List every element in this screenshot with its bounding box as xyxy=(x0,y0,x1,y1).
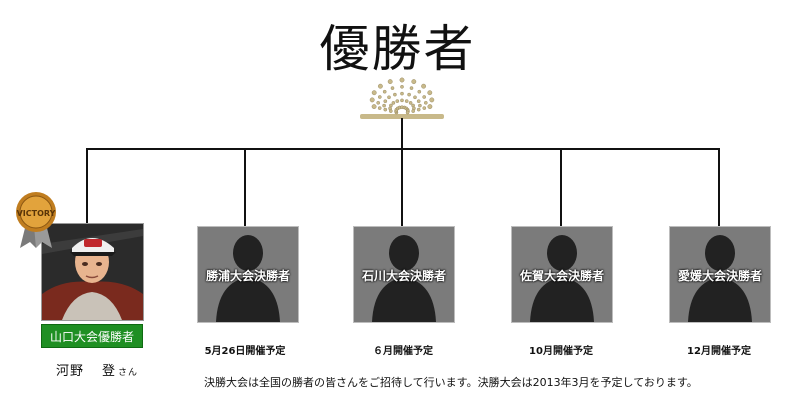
card-label: 石川大会決勝者 xyxy=(361,269,446,283)
crown-jewel xyxy=(409,86,414,90)
card-label: 勝浦大会決勝者 xyxy=(205,269,290,283)
crown-jewel xyxy=(382,103,386,108)
crown-jewel xyxy=(429,97,435,103)
card-label: 佐賀大会決勝者 xyxy=(519,269,604,283)
crown-ornament xyxy=(360,77,444,119)
silhouette-icon xyxy=(372,235,436,322)
crown-jewel xyxy=(416,99,421,103)
crown-jewel xyxy=(377,83,383,89)
crown-jewel xyxy=(399,77,405,83)
crown-jewel xyxy=(417,89,422,94)
crown-jewel xyxy=(422,95,427,99)
crown-jewel xyxy=(371,90,377,96)
winner-given-name: 登 xyxy=(102,364,117,379)
crown-jewel xyxy=(389,103,393,108)
crown-jewel xyxy=(416,107,421,112)
crown-jewel xyxy=(395,99,400,103)
winner-family-name: 河野 xyxy=(56,364,85,379)
event-date-1: 5月26日開催予定 xyxy=(204,346,286,357)
crown-jewel xyxy=(405,110,410,115)
crown-jewel xyxy=(377,106,382,110)
crown-jewel xyxy=(407,92,411,97)
crown-jewel xyxy=(382,89,387,94)
winner-badge: 山口大会優勝者 xyxy=(41,324,143,348)
winner-photo xyxy=(41,223,144,321)
silhouette-icon xyxy=(688,235,752,322)
crown-jewel xyxy=(383,107,388,112)
crown-jewel xyxy=(422,106,427,110)
crown-jewel xyxy=(371,104,377,110)
finalist-card-3: 佐賀大会決勝者 xyxy=(511,226,613,323)
winner-honorific: さん xyxy=(118,368,139,378)
crown-jewel xyxy=(391,101,396,105)
crown-jewel xyxy=(404,99,409,103)
crown-jewel xyxy=(376,101,381,105)
crown-jewel xyxy=(411,109,416,113)
crown-jewel xyxy=(383,99,388,103)
crown-jewel xyxy=(387,79,393,85)
crown-jewel xyxy=(387,95,391,100)
event-date-2: ６月開催予定 xyxy=(373,346,433,357)
crown-jewel xyxy=(427,90,433,96)
footer-note: 決勝大会は全国の勝者の皆さんをご招待して行います。決勝大会は2013年3月を予定… xyxy=(204,376,698,389)
crown-jewel xyxy=(408,101,413,105)
event-date-4: 12月開催予定 xyxy=(687,346,751,357)
crown-jewel xyxy=(411,103,415,108)
crown-jewel xyxy=(400,98,404,103)
medal-text: VICTORY xyxy=(17,209,56,218)
event-date-3: 10月開催予定 xyxy=(529,346,593,357)
crown-jewel xyxy=(388,106,392,111)
crown-jewel xyxy=(390,86,395,90)
crown-jewel xyxy=(423,101,428,105)
crown-jewel xyxy=(400,85,404,89)
crown-jewel xyxy=(411,79,417,85)
crown-jewel xyxy=(377,95,382,99)
finalist-card-1: 勝浦大会決勝者 xyxy=(197,226,299,323)
crown-jewel xyxy=(427,104,433,110)
crown-band xyxy=(360,114,444,119)
crown-jewel xyxy=(400,91,404,96)
crown-jewel xyxy=(369,97,375,103)
crown-jewel xyxy=(421,83,426,89)
finalist-card-2: 石川大会決勝者 xyxy=(353,226,455,323)
silhouette-icon xyxy=(216,235,280,322)
crown-jewel xyxy=(413,95,417,100)
winner-name: 河野 登さん xyxy=(56,360,138,379)
victory-medal-icon: VICTORY xyxy=(16,192,56,248)
crown-jewel xyxy=(393,92,397,97)
page-title: 優勝者 xyxy=(319,20,476,78)
card-label: 愛媛大会決勝者 xyxy=(677,269,762,283)
crown-jewel xyxy=(418,103,422,108)
silhouette-icon xyxy=(530,235,594,322)
finalist-card-4: 愛媛大会決勝者 xyxy=(669,226,771,323)
